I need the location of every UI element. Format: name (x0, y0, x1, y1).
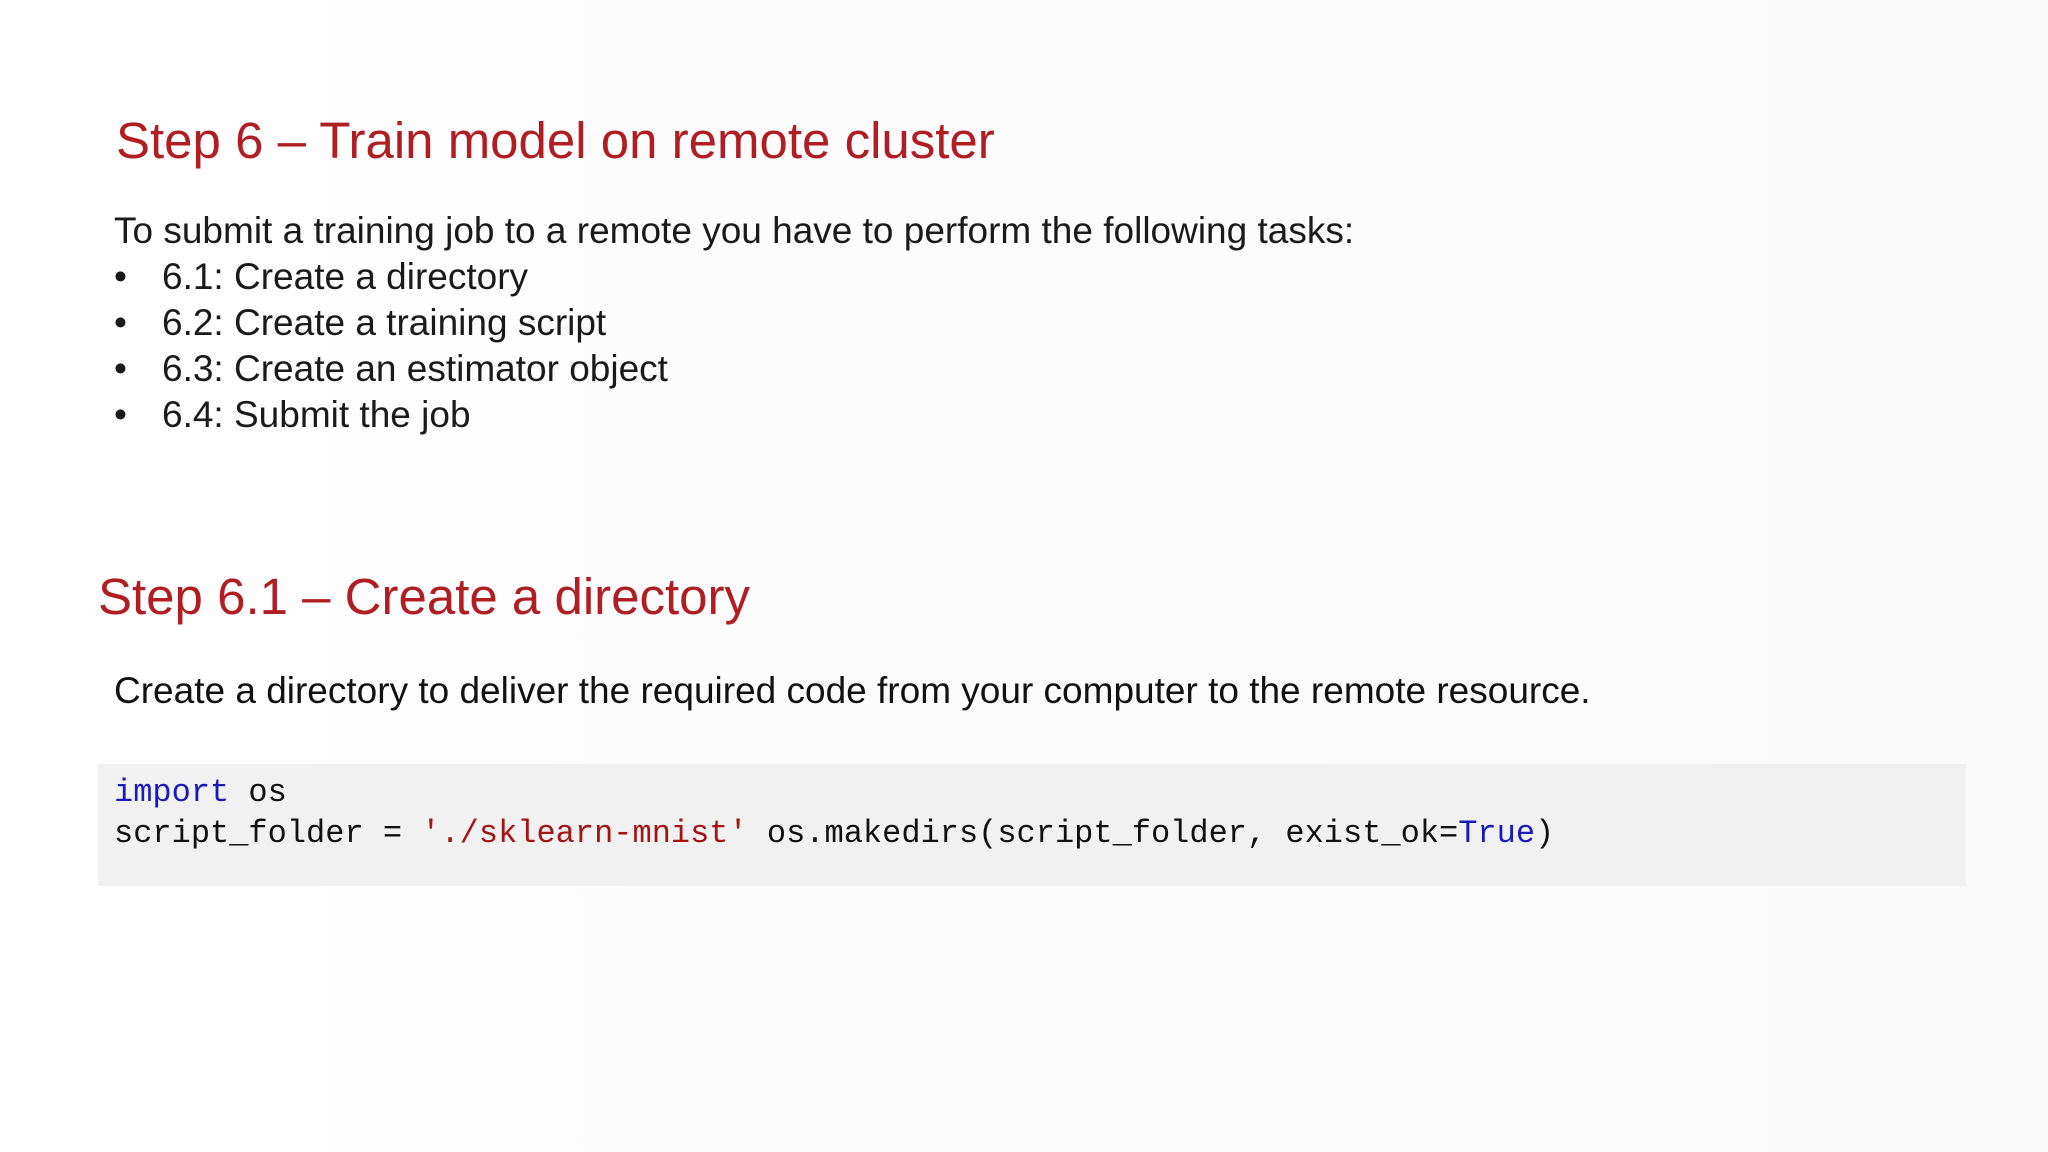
task-label: 6.1: Create a directory (162, 256, 529, 297)
code-string: './sklearn-mnist' (421, 815, 748, 852)
code-keyword-true: True (1458, 815, 1536, 852)
step-6-1-description: Create a directory to deliver the requir… (114, 670, 1591, 711)
step-6-1-heading: Step 6.1 – Create a directory (98, 568, 751, 625)
bullet-icon: • (114, 302, 127, 343)
bullet-icon: • (114, 348, 127, 389)
task-label: 6.2: Create a training script (162, 302, 607, 343)
list-item: • 6.3: Create an estimator object (114, 346, 668, 392)
code-text: script_folder = (114, 815, 422, 852)
step-6-heading: Step 6 – Train model on remote cluster (116, 112, 995, 169)
code-text: ) (1535, 815, 1555, 852)
task-label: 6.3: Create an estimator object (162, 348, 668, 389)
list-item: • 6.2: Create a training script (114, 300, 668, 346)
code-text: os (229, 774, 287, 811)
bullet-icon: • (114, 256, 127, 297)
task-label: 6.4: Submit the job (162, 394, 471, 435)
code-text: os.makedirs(script_folder, exist_ok= (747, 815, 1459, 852)
code-line-1: import os (114, 772, 1966, 813)
task-list: • 6.1: Create a directory • 6.2: Create … (114, 254, 668, 438)
list-item: • 6.1: Create a directory (114, 254, 668, 300)
step-6-intro: To submit a training job to a remote you… (114, 210, 1355, 251)
bullet-icon: • (114, 394, 127, 435)
list-item: • 6.4: Submit the job (114, 392, 668, 438)
code-keyword-import: import (114, 774, 230, 811)
code-line-2: script_folder = './sklearn-mnist' os.mak… (114, 813, 1966, 854)
